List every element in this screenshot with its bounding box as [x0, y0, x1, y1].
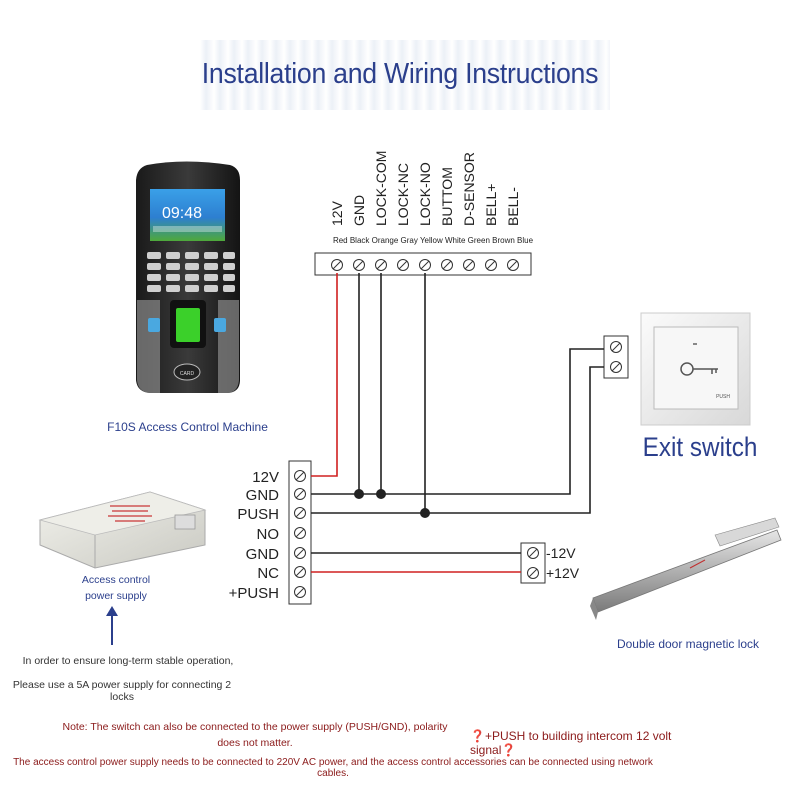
top-terminal-label: GND: [351, 195, 367, 226]
mag-lock-terminal-plus-label: +12V: [546, 565, 580, 581]
exit-switch-push-label: PUSH: [716, 394, 730, 400]
top-terminal-label: D-SENSOR: [461, 152, 477, 226]
top-terminal-label: BELL+: [483, 184, 499, 226]
exit-switch: PUSH: [640, 312, 751, 426]
device-screen: [150, 189, 225, 241]
device-card-label: CARD: [180, 371, 195, 377]
power-supply-box: [38, 491, 207, 569]
advice-line-2: Please use a 5A power supply for connect…: [12, 679, 232, 703]
top-terminal-label: BUTTOM: [439, 167, 455, 226]
power-supply-terminal-label: PUSH: [237, 506, 279, 523]
advice-line-1: In order to ensure long-term stable oper…: [22, 655, 234, 667]
power-supply-terminal-label: GND: [246, 487, 280, 504]
up-arrow-icon: [106, 606, 118, 645]
note-footer: The access control power supply needs to…: [13, 757, 653, 779]
title-background-glow: [200, 40, 610, 110]
device-screen-time: 09:48: [162, 205, 202, 222]
mag-lock-terminal-minus-label: -12V: [546, 545, 576, 561]
mag-lock-caption: Double door magnetic lock: [616, 637, 760, 651]
wire-12v-red: [311, 273, 338, 477]
top-terminal-label: 12V: [329, 200, 345, 226]
device-caption: F10S Access Control Machine: [107, 420, 268, 434]
mag-lock-screws: [527, 547, 539, 579]
power-supply-caption-2: power supply: [85, 590, 147, 602]
power-supply-caption-1: Access control: [81, 574, 151, 586]
exit-switch-screws: [610, 341, 622, 373]
magnetic-lock: [590, 517, 782, 620]
power-supply-terminal-screws: [294, 470, 306, 598]
power-supply-terminal-label: NC: [257, 565, 279, 582]
device-keypad: [147, 252, 235, 292]
access-control-device: 09:48 CARD: [136, 161, 240, 393]
top-terminal-label: LOCK-COM: [373, 151, 389, 226]
exit-switch-caption: Exit switch: [642, 432, 758, 462]
page-title: Installation and Wiring Instructions: [201, 58, 599, 90]
top-terminal-label: LOCK-NO: [417, 162, 433, 226]
top-terminal-labels: 12V GND LOCK-COM LOCK-NC LOCK-NO BUTTOM D-SENS…: [329, 151, 521, 226]
wire-gnd-exit: [311, 348, 604, 495]
wire-push-exit: [311, 366, 604, 514]
wires: [311, 273, 604, 573]
fingerprint-sensor: [176, 308, 200, 342]
power-supply-terminal-label: NO: [257, 526, 280, 543]
power-supply-terminal-label: 12V: [252, 469, 279, 486]
power-supply-terminal-label: +PUSH: [229, 585, 279, 602]
top-terminal-label: LOCK-NC: [395, 163, 411, 226]
power-supply-terminal-label: GND: [246, 546, 280, 563]
note-switch: Note: The switch can also be connected t…: [62, 721, 448, 749]
top-terminal-label: BELL-: [505, 187, 521, 226]
top-terminal-screws: [331, 259, 519, 271]
wire-junctions: [354, 489, 430, 518]
note-intercom: ❓+PUSH to building intercom 12 volt sign…: [470, 729, 672, 757]
wire-colors-line: Red Black Orange Gray Yellow White Green…: [333, 236, 534, 245]
